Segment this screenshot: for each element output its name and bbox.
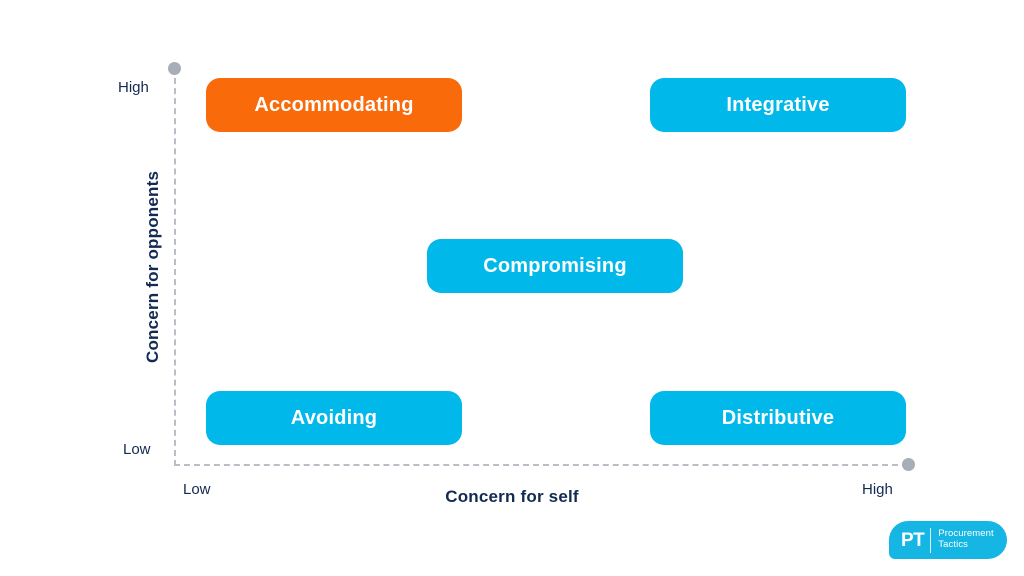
logo-wordmark: Procurement Tactics <box>938 529 993 550</box>
strategy-box-distributive: Distributive <box>650 391 906 445</box>
strategy-box-avoiding: Avoiding <box>206 391 462 445</box>
y-axis-tick-high: High <box>118 79 149 96</box>
x-axis-title: Concern for self <box>445 487 579 506</box>
strategy-box-compromising: Compromising <box>427 239 683 293</box>
logo-word-line-1: Procurement <box>938 528 994 540</box>
x-axis-tick-high: High <box>862 481 893 498</box>
x-axis-tick-low: Low <box>183 481 211 498</box>
strategy-box-accommodating: Accommodating <box>206 78 462 132</box>
y-axis-tick-low: Low <box>123 441 151 458</box>
x-axis-endpoint-dot-icon <box>902 458 915 471</box>
y-axis-line <box>174 68 176 466</box>
y-axis-title: Concern for opponents <box>143 170 162 363</box>
procurement-tactics-logo: PT Procurement Tactics <box>889 521 1007 559</box>
logo-monogram: PT <box>901 529 925 551</box>
x-axis-line <box>174 464 908 466</box>
logo-divider <box>930 527 932 553</box>
logo-word-line-2: Tactics <box>938 539 969 550</box>
y-axis-endpoint-dot-icon <box>168 62 181 75</box>
strategy-box-integrative: Integrative <box>650 78 906 132</box>
